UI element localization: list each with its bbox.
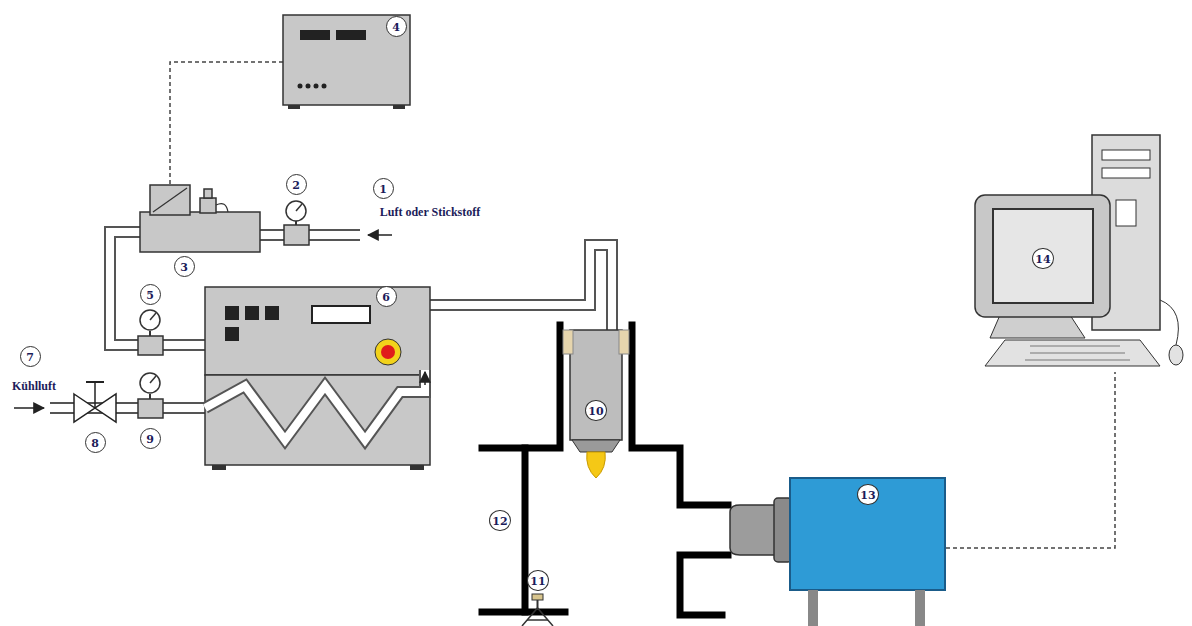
- callout-number: 4: [386, 16, 407, 37]
- callout-number: 6: [376, 286, 397, 307]
- mass-flow-controller: [140, 185, 260, 252]
- part-label: Kühlluft: [10, 379, 58, 394]
- callout-number: 5: [140, 284, 161, 305]
- callout-number: 12: [489, 510, 510, 531]
- pressure-gauge: [284, 201, 309, 245]
- callout-number: 2: [286, 174, 307, 195]
- callout-number: 3: [174, 256, 195, 277]
- chamber-wall: [482, 325, 728, 615]
- signal-line: [170, 62, 283, 185]
- callout-number: 7: [20, 346, 41, 367]
- controller-unit: [283, 15, 410, 109]
- flow-arrow: [14, 407, 44, 409]
- pressure-gauge: [138, 373, 163, 418]
- valve-symbol: [74, 382, 116, 422]
- callout-number: 1: [373, 178, 394, 199]
- signal-line: [946, 372, 1115, 548]
- callout-number: 13: [857, 484, 878, 505]
- callout-number: 9: [140, 428, 161, 449]
- callout-number: 14: [1032, 248, 1053, 269]
- pressure-gauge: [138, 310, 163, 355]
- heater-unit: [205, 287, 430, 470]
- callout-number: 11: [527, 570, 548, 591]
- part-label: Luft oder Stickstoff: [378, 205, 482, 220]
- sample-holder: [522, 594, 553, 626]
- callout-number: 8: [85, 432, 106, 453]
- computer: [975, 135, 1183, 366]
- camera: [730, 478, 945, 626]
- callout-number: 10: [585, 400, 606, 421]
- nozzle: [563, 330, 629, 478]
- flow-arrow: [368, 234, 392, 236]
